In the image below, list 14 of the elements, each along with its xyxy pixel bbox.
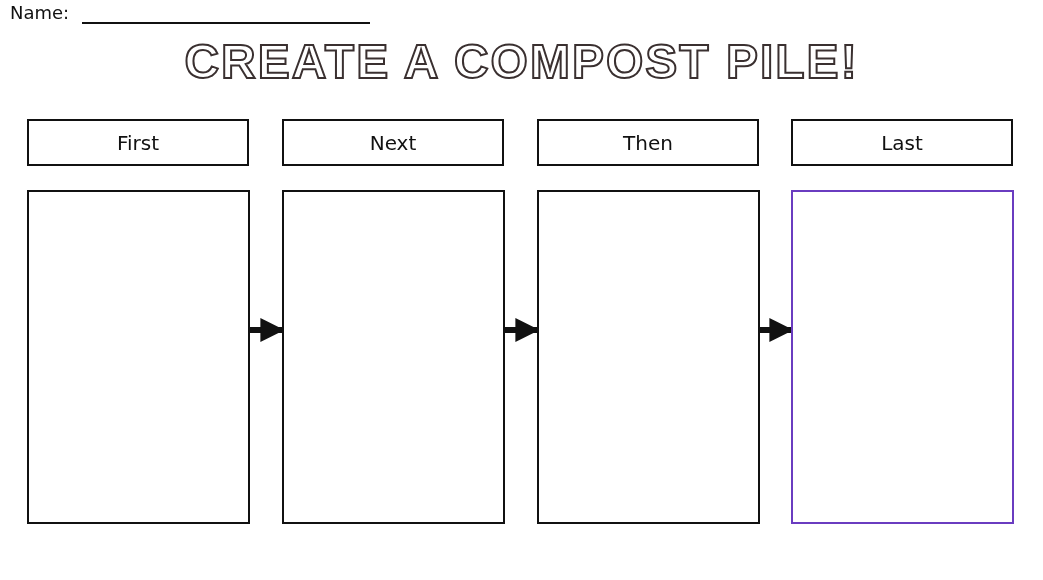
- name-label: Name:: [10, 2, 70, 23]
- step-label: Last: [881, 130, 923, 155]
- title: CREATE A COMPOST PILE!: [183, 34, 860, 89]
- step-label: Then: [623, 130, 673, 155]
- step-label: Next: [369, 130, 417, 155]
- step-heading-box: [27, 119, 249, 166]
- step-heading-box: [791, 119, 1013, 166]
- drawing-box: [282, 190, 505, 524]
- drawing-box: [27, 190, 250, 524]
- step-heading-box: [537, 119, 759, 166]
- step-heading-box: [282, 119, 504, 166]
- drawing-box: [537, 190, 760, 524]
- step-label: First: [116, 130, 160, 155]
- drawing-box: [791, 190, 1014, 524]
